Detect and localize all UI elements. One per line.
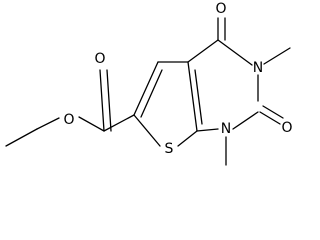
bond-c6-s bbox=[133, 114, 161, 147]
bond-ethyl-ch2-o bbox=[36, 117, 60, 130]
n1-nitrogen-label: N bbox=[221, 121, 231, 137]
bond-c4a-c7a bbox=[187, 61, 198, 132]
chemical-structure-diagram: O O S O N O N bbox=[5, 1, 293, 166]
bond-c2-o-2 bbox=[262, 105, 284, 119]
bond-c2-o-1 bbox=[259, 111, 281, 125]
c4-carbonyl-oxygen-label: O bbox=[215, 1, 226, 17]
bond-o-ester-carbon bbox=[78, 116, 105, 132]
bond-ethyl-ch3-ch2 bbox=[5, 128, 38, 147]
ester-carbonyl-oxygen-label: O bbox=[94, 51, 105, 67]
bond-c6-c5-double-1 bbox=[133, 61, 159, 116]
bond-ester-carbonyl-1 bbox=[99, 69, 105, 132]
bond-c4a-c7a-inner bbox=[194, 69, 203, 125]
bond-c2-n1 bbox=[232, 111, 259, 130]
c2-carbonyl-oxygen-label: O bbox=[281, 120, 292, 136]
n3-nitrogen-label: N bbox=[253, 60, 263, 76]
bond-n1-c7a bbox=[196, 128, 219, 132]
bond-ester-carbon-c6 bbox=[103, 114, 135, 132]
bond-c4-n3 bbox=[217, 39, 253, 66]
bond-ester-carbonyl-2 bbox=[106, 69, 112, 132]
bond-s-c7a bbox=[177, 130, 198, 147]
bond-c6-c5-double-2 bbox=[140, 69, 163, 118]
ester-oxygen-label: O bbox=[63, 112, 74, 128]
bond-n3-methyl bbox=[263, 47, 291, 65]
thiophene-sulfur-label: S bbox=[165, 141, 174, 157]
bond-c4a-c4 bbox=[187, 39, 219, 63]
